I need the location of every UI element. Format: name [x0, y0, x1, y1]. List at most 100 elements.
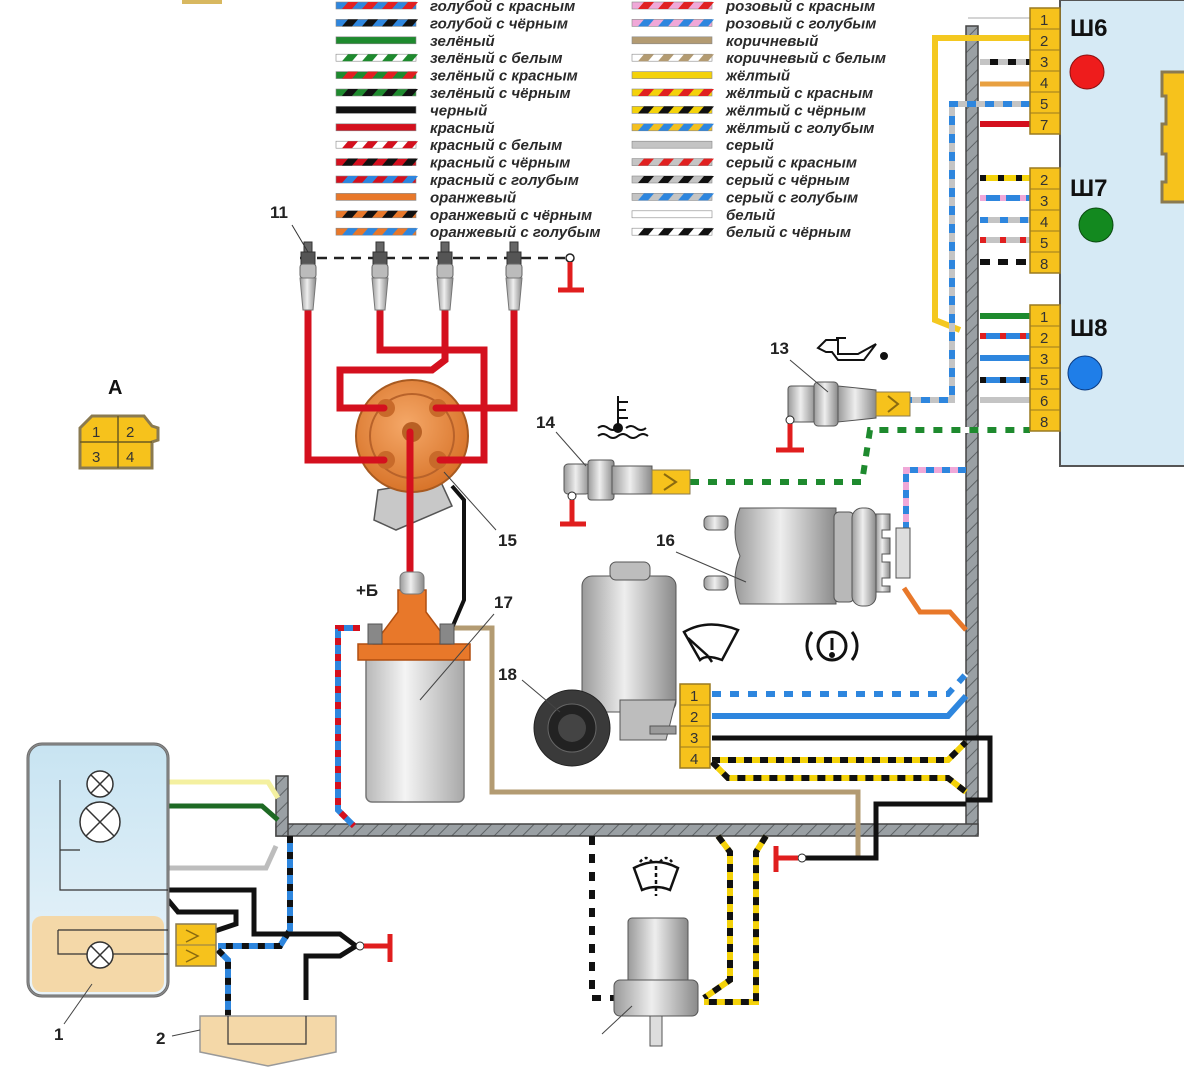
- legend-item: красный с чёрным: [335, 155, 570, 172]
- coolant-temperature-icon: [597, 396, 649, 439]
- wire-stripe: [638, 89, 654, 96]
- wire-swatch: [631, 140, 713, 149]
- legend-item: коричневый с белым: [631, 50, 886, 67]
- wire-stripe: [362, 210, 378, 218]
- pin-number: 2: [1040, 172, 1048, 189]
- label-ignition-coil: 17: [494, 593, 513, 612]
- wire-stripe: [658, 2, 674, 9]
- wire-stripe: [698, 106, 714, 114]
- pin-number: 1: [690, 688, 698, 705]
- legend-label: оранжевый: [430, 189, 516, 206]
- legend-label: голубой с чёрным: [430, 15, 568, 32]
- wire-stripe: [382, 89, 398, 96]
- wire-stripe: [698, 176, 714, 183]
- legend-item: жёлтый с голубым: [631, 120, 874, 137]
- wire-stripe: [362, 2, 378, 9]
- label-brake-fluid-reservoir: 16: [656, 531, 675, 550]
- wire-stripe: [382, 210, 398, 218]
- wire-stripe: [638, 2, 654, 9]
- wire-stripe: [638, 106, 654, 114]
- pin-number: 2: [1040, 330, 1048, 347]
- wire-stripe: [382, 2, 398, 9]
- legend-item: белый: [631, 207, 775, 224]
- legend-item: голубой с чёрным: [335, 15, 568, 32]
- legend-item: черный: [335, 102, 487, 119]
- wire-stripe: [382, 158, 398, 166]
- license-plate-lamp: [199, 1015, 337, 1067]
- ground-terminal: [565, 253, 575, 263]
- legend-item: розовый с голубым: [631, 15, 876, 32]
- ground-symbol-icon: [558, 262, 584, 293]
- wire-stripe: [698, 2, 714, 9]
- wire-stripe: [362, 54, 378, 62]
- legend-label: белый: [726, 207, 775, 224]
- wire-stripe: [678, 54, 694, 62]
- wire-stripe: [698, 19, 714, 27]
- wire-stripe: [382, 54, 398, 62]
- pin-number: 1: [1040, 12, 1048, 29]
- pin-number: 8: [1040, 414, 1048, 431]
- wire-stripe: [402, 210, 418, 218]
- legend-label: зелёный: [430, 33, 495, 50]
- wire-stripe: [382, 71, 398, 79]
- wire-swatch: [335, 123, 417, 132]
- label-wiper-motor: 18: [498, 665, 517, 684]
- wire-stripe: [698, 193, 714, 201]
- legend-label: красный с голубым: [430, 172, 579, 189]
- wire-stripe: [678, 228, 694, 236]
- legend-label: розовый с красным: [725, 0, 875, 15]
- legend-label: жёлтый с красным: [725, 85, 873, 102]
- rear-light: [26, 742, 170, 998]
- wire-stripe: [362, 19, 378, 27]
- oil-pressure-sensor: [776, 381, 911, 453]
- wire-stripe: [382, 228, 398, 236]
- legend-item: голубой с красным: [335, 0, 575, 15]
- wire-stripe: [698, 123, 714, 131]
- pin-number: 3: [1040, 54, 1048, 71]
- wire-stripe: [698, 158, 714, 166]
- wire-stripe: [362, 158, 378, 166]
- legend-item: красный с голубым: [335, 172, 579, 189]
- pin-number: 3: [1040, 351, 1048, 368]
- legend-item: жёлтый с красным: [631, 85, 873, 102]
- wire-stripe: [678, 2, 694, 9]
- wire-stripe: [638, 228, 654, 236]
- wire-stripe: [402, 2, 418, 9]
- legend-label: зелёный с красным: [430, 68, 578, 85]
- wire-stripe: [658, 19, 674, 27]
- pin-number: 3: [690, 730, 698, 747]
- legend-label: оранжевый с голубым: [430, 224, 600, 241]
- wire-swatch: [631, 210, 713, 219]
- legend-label: серый с чёрным: [726, 172, 850, 189]
- connector-a-title: A: [108, 377, 122, 399]
- wire-stripe: [402, 71, 418, 79]
- partial-connector: [1160, 70, 1184, 204]
- wire-stripe: [382, 141, 398, 149]
- wire-stripe: [678, 176, 694, 183]
- legend-item: серый с чёрным: [631, 172, 850, 189]
- wire-stripe: [402, 19, 418, 27]
- lamp-bulb-icon: [86, 941, 114, 969]
- legend-label: зелёный с белым: [430, 50, 562, 67]
- wiper-motor: [533, 561, 677, 767]
- label-distributor: 15: [498, 531, 517, 550]
- legend-tab: [182, 0, 222, 4]
- ground-symbol-icon: [364, 934, 393, 962]
- label-battery-plus: +Б: [356, 581, 378, 600]
- legend-label: коричневый: [726, 33, 818, 50]
- legend-item: оранжевый: [335, 189, 516, 206]
- ground-symbol-icon: [773, 846, 798, 872]
- connector-sh7-title: Ш7: [1070, 175, 1107, 202]
- wire-stripe: [402, 54, 418, 62]
- wire-stripe: [698, 54, 714, 62]
- wire-stripe: [342, 141, 358, 149]
- wire-stripe: [342, 228, 358, 236]
- legend-label: жёлтый с голубым: [725, 120, 874, 137]
- legend-item: серый с красным: [631, 155, 857, 172]
- pin-number: 2: [690, 709, 698, 726]
- spark-plug: [505, 241, 523, 311]
